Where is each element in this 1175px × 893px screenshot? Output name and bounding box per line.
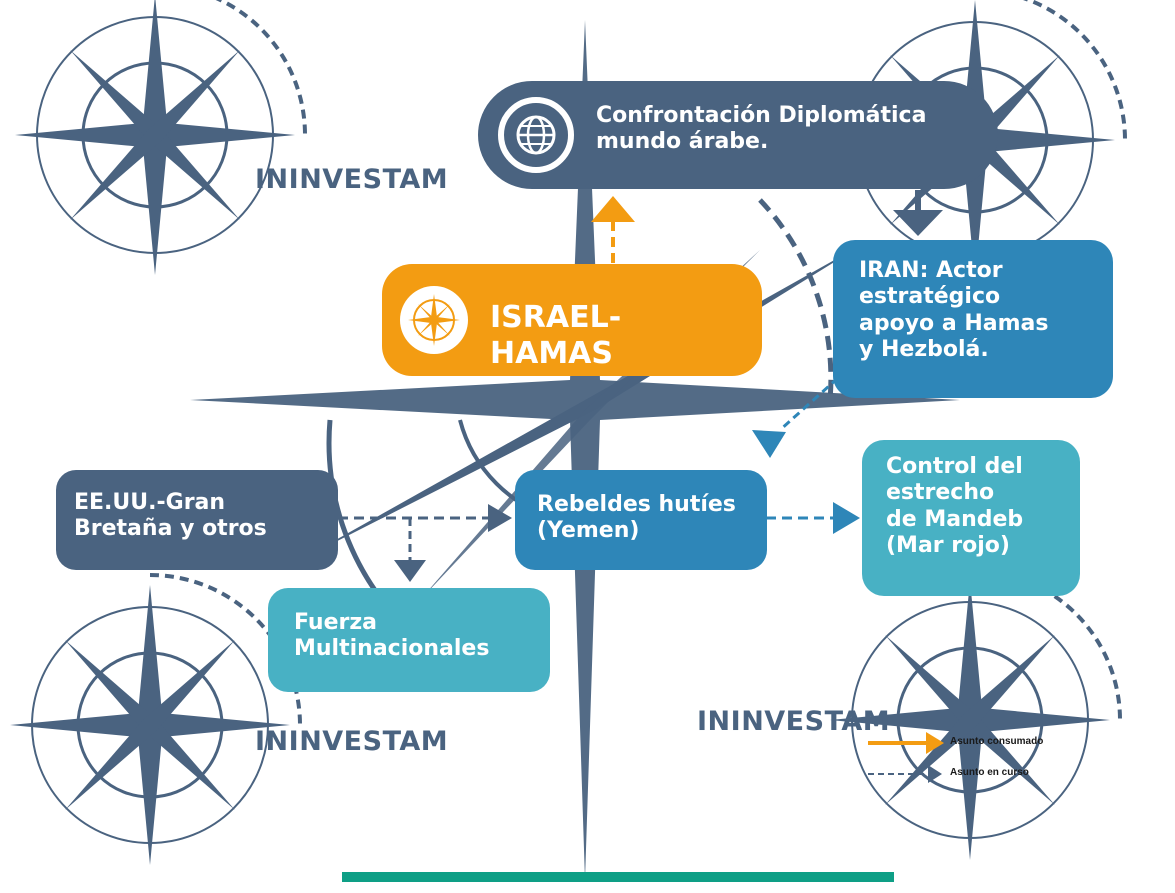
node-mandeb: Control del estrecho de Mandeb (Mar rojo… <box>862 440 1080 596</box>
arrow-diplomatic-to-iran <box>893 190 943 236</box>
legend-ongoing-label: Asunto en curso <box>950 767 1029 778</box>
arrow-houthis-to-mandeb <box>766 502 860 534</box>
node-multinational: Fuerza Multinacionales <box>268 588 550 692</box>
node-usa-uk: EE.UU.-Gran Bretaña y otros <box>56 470 338 570</box>
node-label: EE.UU.-Gran Bretaña y otros <box>74 490 267 542</box>
watermark-text: ININVESTAM <box>255 164 449 195</box>
globe-icon <box>516 115 556 155</box>
node-diplomatic-confrontation: Confrontación Diplomática mundo árabe. <box>478 81 998 189</box>
bottom-accent-bar <box>342 872 894 882</box>
compass-icon-badge <box>400 286 468 354</box>
node-iran: IRAN: Actor estratégico apoyo a Hamas y … <box>833 240 1113 398</box>
arrow-usa-to-multinational <box>394 518 426 582</box>
node-label: Rebeldes hutíes (Yemen) <box>537 492 736 544</box>
compass-rose-icon <box>8 573 302 867</box>
watermark-text: ININVESTAM <box>697 706 891 737</box>
legend-consummated-label: Asunto consumado <box>950 736 1044 747</box>
compass-rose-icon <box>13 0 307 277</box>
node-label: Control del estrecho de Mandeb (Mar rojo… <box>886 454 1024 559</box>
node-label: IRAN: Actor estratégico apoyo a Hamas y … <box>859 258 1049 363</box>
node-label: Confrontación Diplomática mundo árabe. <box>596 103 927 155</box>
globe-icon-badge <box>498 97 574 173</box>
node-label: Fuerza Multinacionales <box>294 610 490 662</box>
arrow-israel-to-diplomatic <box>591 196 635 263</box>
watermark-text: ININVESTAM <box>255 726 449 757</box>
legend-consummated-marker <box>868 732 944 754</box>
arrow-iran-to-houthis <box>752 376 840 458</box>
legend-ongoing-marker <box>868 765 942 783</box>
node-label: ISRAEL-HAMAS <box>490 300 622 371</box>
node-israel-hamas: ISRAEL-HAMAS <box>382 264 762 376</box>
node-houthis: Rebeldes hutíes (Yemen) <box>515 470 767 570</box>
compass-icon <box>408 294 460 346</box>
arrow-usa-to-houthis <box>338 504 512 532</box>
